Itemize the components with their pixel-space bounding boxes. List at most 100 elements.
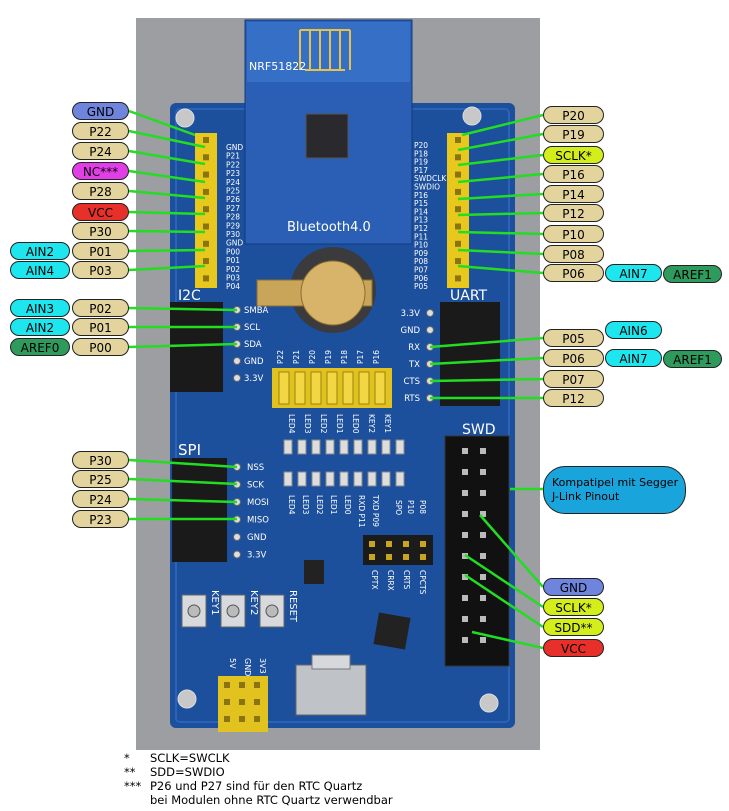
- uart-socket: [440, 302, 500, 406]
- cts-label: CPCTS: [418, 570, 427, 595]
- socket-pin-label: MOSI: [247, 498, 269, 508]
- socket-pin: [233, 374, 241, 382]
- cts-pin: [420, 554, 426, 560]
- cts-pin: [420, 541, 426, 547]
- leader-line: [457, 211, 544, 217]
- jumper-top-label: P16: [372, 350, 381, 364]
- socket-pin-label: GND: [401, 326, 421, 336]
- right-pin-label: P06: [543, 264, 604, 282]
- socket-pin: [233, 550, 241, 559]
- header-left-label: P25: [226, 187, 240, 196]
- power-pin: [224, 682, 230, 688]
- right-pin-label: P12: [543, 389, 604, 407]
- swd-pin: [462, 511, 468, 517]
- led-component: [325, 471, 335, 487]
- power-pin: [239, 699, 245, 705]
- left-extra-label: AIN3: [10, 299, 70, 317]
- leader-line: [479, 514, 544, 588]
- spi-title: SPI: [178, 441, 201, 459]
- led-label: LED0: [343, 495, 352, 515]
- left-pin-label: GND: [72, 102, 129, 120]
- footnote-line: * SCLK=SWCLK: [124, 751, 230, 765]
- jumper-cap: [326, 371, 338, 405]
- header-left-label: P00: [226, 247, 240, 256]
- led-component: [297, 439, 307, 455]
- led-label: LED2: [315, 495, 324, 515]
- footnote-text: SCLK=SWCLK: [150, 751, 230, 765]
- header-pin: [203, 206, 209, 213]
- left-pin-label: P00: [72, 338, 129, 356]
- socket-pin-label: SMBA: [244, 306, 269, 316]
- button-cap: [265, 604, 279, 618]
- leader-line: [457, 132, 544, 152]
- right-pin-label: SCLK*: [543, 146, 604, 164]
- footnote-text: P26 und P27 sind für den RTC Quartz: [150, 779, 363, 793]
- cts-pin: [386, 554, 392, 560]
- leader-line: [464, 553, 544, 609]
- swd-pin: [480, 469, 486, 475]
- cts-header: [363, 535, 433, 565]
- jumper-top-label: P19: [324, 350, 333, 364]
- header-pin: [455, 137, 461, 143]
- leader-line: [429, 356, 544, 366]
- leader-line: [457, 153, 544, 167]
- right-pin-label: P06: [543, 349, 604, 367]
- leader-line: [128, 497, 238, 504]
- jumper-cap: [310, 371, 322, 405]
- header-pin: [455, 258, 461, 265]
- led-component: [353, 439, 363, 455]
- socket-pin-label: GND: [244, 357, 264, 367]
- socket-pin-label: SCL: [244, 323, 260, 333]
- power-pin: [254, 699, 260, 705]
- footnote-line: bei Modulen ohne RTC Quartz verwendbar: [124, 793, 393, 807]
- module-name-text: NRF51822: [249, 60, 306, 73]
- leader-line: [128, 210, 206, 216]
- swd-pin: [480, 616, 486, 622]
- cts-label: CRTS: [402, 570, 411, 589]
- jumper-top-label: P17: [356, 350, 365, 364]
- right-pin-label: VCC: [543, 639, 604, 657]
- right-extra2-label: AREF1: [663, 350, 722, 368]
- header-left-label: GND: [226, 143, 243, 152]
- ic-small: [304, 560, 324, 584]
- footnote-key: *: [124, 751, 130, 765]
- led-component: [325, 439, 335, 455]
- right-pin-label: P19: [543, 125, 604, 143]
- led-component: [367, 439, 377, 455]
- header-pin: [203, 171, 209, 178]
- header-pin: [455, 206, 461, 213]
- swd-pins: [462, 448, 486, 643]
- cts-pin: [386, 541, 392, 547]
- left-pin-label: P03: [72, 261, 129, 279]
- segger-callout: Kompatipel mit Segger J-Link Pinout: [543, 466, 686, 514]
- header-right-label: P07: [414, 266, 428, 275]
- swd-pin: [480, 532, 486, 538]
- header-left-label: P22: [226, 160, 240, 169]
- header-right-label: P10: [414, 241, 428, 250]
- header-pin: [455, 240, 461, 247]
- left-pin-label: P02: [72, 299, 129, 317]
- socket-pin-label: CTS: [403, 377, 420, 387]
- button-label: KEY1: [209, 590, 220, 615]
- header-left-label: P27: [226, 204, 240, 213]
- header-right-label: P12: [414, 224, 428, 233]
- header-right-label: P17: [414, 166, 428, 175]
- socket-pin-label: RX: [408, 343, 420, 353]
- leader-line: [461, 113, 544, 137]
- header-left-label: P30: [226, 230, 240, 239]
- power-pin: [224, 716, 230, 722]
- jumper-bottom-label: LED3: [303, 414, 312, 434]
- led-component: [297, 471, 307, 487]
- led-component: [339, 471, 349, 487]
- header-pin: [203, 188, 209, 195]
- swd-connector: [444, 435, 510, 667]
- cts-pin: [369, 554, 375, 560]
- leader-line: [457, 192, 544, 201]
- socket-pin: [233, 533, 241, 541]
- button-cap: [187, 604, 201, 618]
- led-component: [339, 439, 349, 455]
- leader-line: [464, 573, 544, 629]
- right-pin-label: P05: [543, 329, 604, 347]
